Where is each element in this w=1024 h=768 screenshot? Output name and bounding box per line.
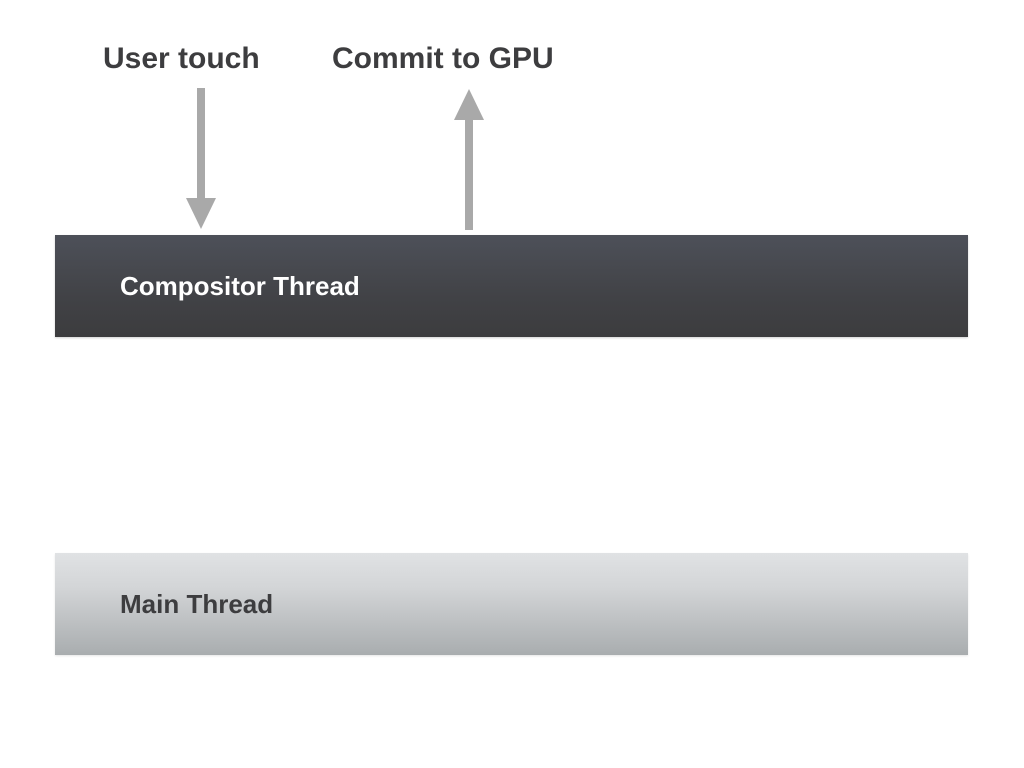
- lane-label-main-thread: Main Thread: [120, 589, 274, 619]
- arrow-up-commit-to-gpu-icon: [449, 88, 489, 230]
- lane-main-thread: Main Thread: [55, 553, 968, 655]
- annotation-label-user-touch: User touch: [103, 42, 260, 75]
- lane-compositor-thread: Compositor Thread: [55, 235, 968, 337]
- lane-label-compositor-thread: Compositor Thread: [120, 271, 360, 301]
- annotation-label-commit-to-gpu: Commit to GPU: [332, 42, 554, 75]
- arrow-down-user-touch-icon: [181, 88, 221, 230]
